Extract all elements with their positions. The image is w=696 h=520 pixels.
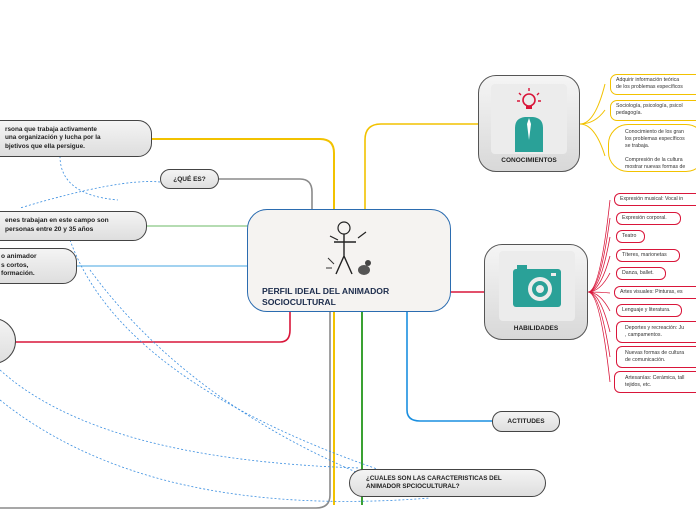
branch-conocimientos[interactable]: CONOCIMIENTOS <box>478 75 580 172</box>
node-animador-text: o animador s cortos, formación. <box>1 253 37 278</box>
node-caracteristicas-text: ¿CUALES SON LAS CARACTERISTICAS DEL ANIM… <box>366 474 502 490</box>
branch-actitudes[interactable]: ACTITUDES <box>492 411 560 432</box>
camera-icon <box>513 265 561 307</box>
conocimientos-label: CONOCIMIENTOS <box>501 157 557 164</box>
habilidades-item[interactable]: Deportes y recreación: Ju , campamentos. <box>616 321 696 343</box>
node-que-es-text: ¿QUÉ ES? <box>173 175 206 183</box>
habilidades-item[interactable]: Expresión corporal. <box>616 212 681 225</box>
node-edad-text: enes trabajan en este campo son personas… <box>5 217 109 233</box>
habilidades-item[interactable]: Artesanías: Cerámica, tall tejidos, etc. <box>614 371 696 393</box>
habilidades-label: HABILIDADES <box>513 325 559 332</box>
branch-habilidades[interactable]: HABILIDADES <box>484 244 588 340</box>
central-topic[interactable]: PERFIL IDEAL DEL ANIMADOR SOCIOCULTURAL <box>247 209 451 312</box>
central-title: PERFIL IDEAL DEL ANIMADOR SOCIOCULTURAL <box>262 286 390 308</box>
conocimientos-item[interactable]: Sociología, psicología, psicol pedagogía… <box>610 100 696 121</box>
habilidades-item[interactable]: Títeres, marionetas <box>616 249 680 262</box>
node-que-es[interactable]: ¿QUÉ ES? <box>160 169 219 189</box>
habilidades-icon-bg <box>499 251 575 321</box>
conocimientos-icon-bg <box>491 84 567 154</box>
habilidades-item[interactable]: Lenguaje y literatura. <box>616 304 682 317</box>
conocimientos-item[interactable]: Conocimiento de los gran los problemas e… <box>608 124 696 172</box>
lightbulb-person-icon <box>515 88 543 152</box>
node-persona[interactable]: rsona que trabaja activamente una organi… <box>0 120 152 157</box>
animator-illustration <box>326 221 371 275</box>
conocimientos-item[interactable]: Adquirir información teórica de los prob… <box>610 74 696 95</box>
habilidades-item[interactable]: Nuevas formas de cultura de comunicación… <box>616 346 696 368</box>
habilidades-item[interactable]: Teatro <box>616 230 645 243</box>
node-caracteristicas[interactable]: ¿CUALES SON LAS CARACTERISTICAS DEL ANIM… <box>349 469 546 497</box>
node-animador[interactable]: o animador s cortos, formación. <box>0 248 77 284</box>
node-persona-text: rsona que trabaja activamente una organi… <box>5 126 101 150</box>
actitudes-label: ACTITUDES <box>507 418 545 425</box>
habilidades-item[interactable]: Expresión musical: Vocal in <box>614 193 696 206</box>
habilidades-item[interactable]: Danza, ballet. <box>616 267 666 280</box>
node-edad[interactable]: enes trabajan en este campo son personas… <box>0 211 147 241</box>
habilidades-item[interactable]: Artes visuales: Pinturas, es <box>614 286 696 299</box>
